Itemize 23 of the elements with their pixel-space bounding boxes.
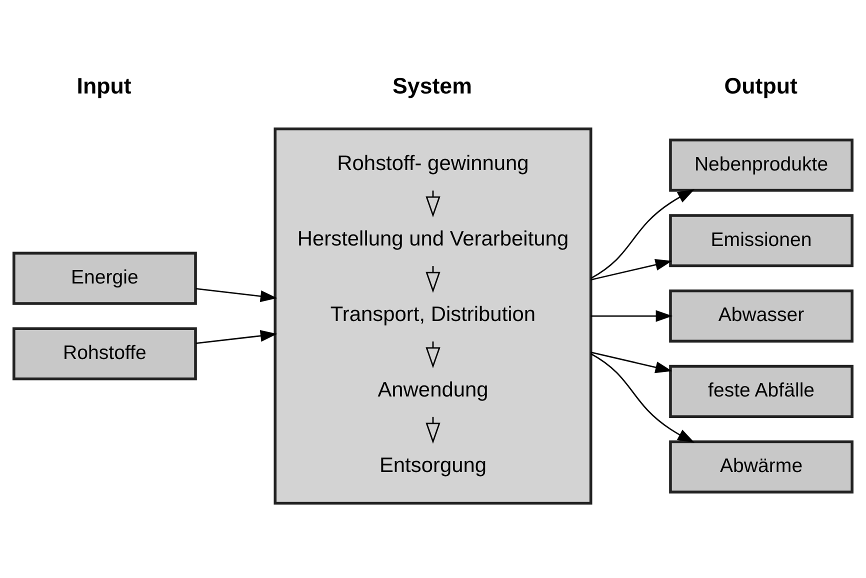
node-text: Transport, Distribution xyxy=(330,302,536,326)
node-text: Entsorgung xyxy=(379,453,487,476)
node-box: feste Abfälle xyxy=(669,364,854,418)
node-text: Anwendung xyxy=(378,378,488,401)
arrow xyxy=(590,352,694,442)
node-box: Rohstoffe xyxy=(12,326,197,380)
label: Output xyxy=(724,73,798,98)
arrow xyxy=(196,330,278,344)
node-box: Emissionen xyxy=(669,214,854,267)
cluster xyxy=(274,126,592,504)
arrow xyxy=(590,310,673,322)
node-text: Herstellung und Verarbeitung xyxy=(297,226,569,250)
node-box: Nebenprodukte xyxy=(669,138,854,192)
label: Input xyxy=(76,73,132,98)
node-box: Abwasser xyxy=(669,289,854,342)
arrow xyxy=(196,288,278,302)
node-text: Rohstoff- gewinnung xyxy=(337,152,529,175)
node-box: Abwärme xyxy=(669,440,854,493)
arrow xyxy=(590,258,672,280)
arrow xyxy=(590,188,694,278)
label: System xyxy=(392,73,472,98)
node-box: Energie xyxy=(12,251,197,304)
arrow xyxy=(590,351,672,373)
